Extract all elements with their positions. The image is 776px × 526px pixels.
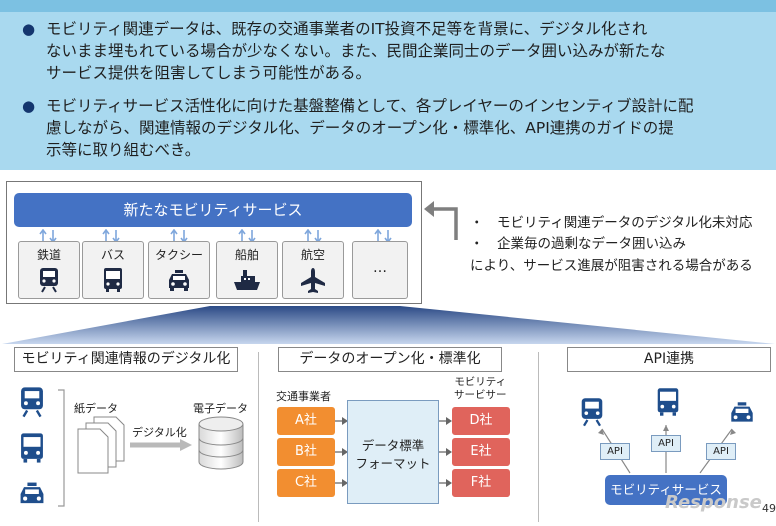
data-flow-arrows [233, 228, 263, 244]
issue-text-2: モビリティサービス活性化に向けた基盤整備として、各プレイヤーのインセンティブ設計… [46, 97, 694, 159]
mode-label: 船舶 [234, 248, 259, 262]
mode-bus: バス [82, 241, 144, 299]
data-standard-format-box: データ標準 フォーマット [347, 400, 439, 504]
mode-ship: 船舶 [216, 241, 278, 299]
train-icon [21, 387, 43, 418]
watermark-logo: Response [665, 492, 762, 513]
bus-icon [104, 268, 122, 292]
mode-rail: 鉄道 [18, 241, 80, 299]
taxi-icon [20, 482, 44, 504]
to-format-arrows [335, 417, 348, 487]
taxi-icon [731, 402, 753, 422]
company-a: A社 [277, 407, 335, 435]
data-flow-arrows [369, 228, 399, 244]
mode-taxi: タクシー [148, 241, 210, 299]
company-e: E社 [452, 438, 510, 466]
section-open-standard-title: データのオープン化・標準化 [278, 347, 502, 372]
section-divider [258, 352, 259, 522]
company-c: C社 [277, 469, 335, 497]
page-number: 49 [762, 502, 776, 515]
banner-top-strip [0, 0, 776, 12]
mode-label: バス [100, 248, 125, 262]
bullet-dot: ● [22, 20, 36, 38]
base-spotlight [2, 306, 775, 344]
data-flow-arrows [299, 228, 329, 244]
ship-icon [234, 270, 260, 290]
section-divider [538, 352, 539, 522]
paper-data-label: 紙データ [74, 402, 118, 415]
database-icon [198, 416, 244, 470]
operators-label: 交通事業者 [276, 390, 331, 403]
data-flow-arrows [165, 228, 195, 244]
new-mobility-service-bar: 新たなモビリティサービス [14, 193, 412, 227]
mode-label: 鉄道 [36, 248, 61, 262]
electronic-data-label: 電子データ [193, 402, 248, 415]
mode-label: … [373, 260, 387, 276]
section-digitalization-title: モビリティ関連情報のデジタル化 [14, 347, 238, 372]
taxi-icon [169, 270, 189, 291]
mobility-service-box: モビリティサービス [605, 475, 727, 505]
feedback-arrow [424, 201, 458, 240]
api-tag-rail: API [600, 443, 630, 460]
mode-air: 航空 [282, 241, 344, 299]
api-tag-bus: API [651, 435, 681, 452]
group-bracket [58, 389, 65, 507]
bullet-dot: ● [22, 97, 36, 115]
data-flow-arrows [34, 228, 64, 244]
bus-icon [21, 433, 43, 463]
issue-text-1: モビリティ関連データは、既存の交通事業者のIT投資不足等を背景に、デジタル化され… [46, 20, 666, 82]
paper-documents-icon [77, 416, 125, 474]
note-1: ・ モビリティ関連データのデジタル化未対応 [470, 215, 753, 231]
api-tag-taxi: API [706, 443, 736, 460]
train-icon [40, 268, 58, 293]
from-format-arrows [439, 417, 452, 487]
mode-other: … [352, 241, 408, 299]
company-f: F社 [452, 469, 510, 497]
company-d: D社 [452, 407, 510, 435]
bus-icon [657, 388, 679, 416]
section-api-title: API連携 [567, 347, 771, 372]
train-icon [581, 398, 603, 427]
airplane-icon [301, 268, 325, 293]
mode-label: 航空 [300, 248, 325, 262]
mobility-providers-label: モビリティ サービサー [454, 376, 507, 401]
note-2: ・ 企業毎の過剰なデータ囲い込み [470, 236, 686, 252]
note-3: により、サービス進展が阻害される場合がある [470, 258, 753, 274]
mode-label: タクシー [154, 248, 203, 262]
data-flow-arrows [97, 228, 127, 244]
digitize-arrow-label: デジタル化 [132, 426, 187, 439]
issues-banner [0, 0, 776, 170]
company-b: B社 [277, 438, 335, 466]
digitize-arrow [130, 439, 192, 451]
